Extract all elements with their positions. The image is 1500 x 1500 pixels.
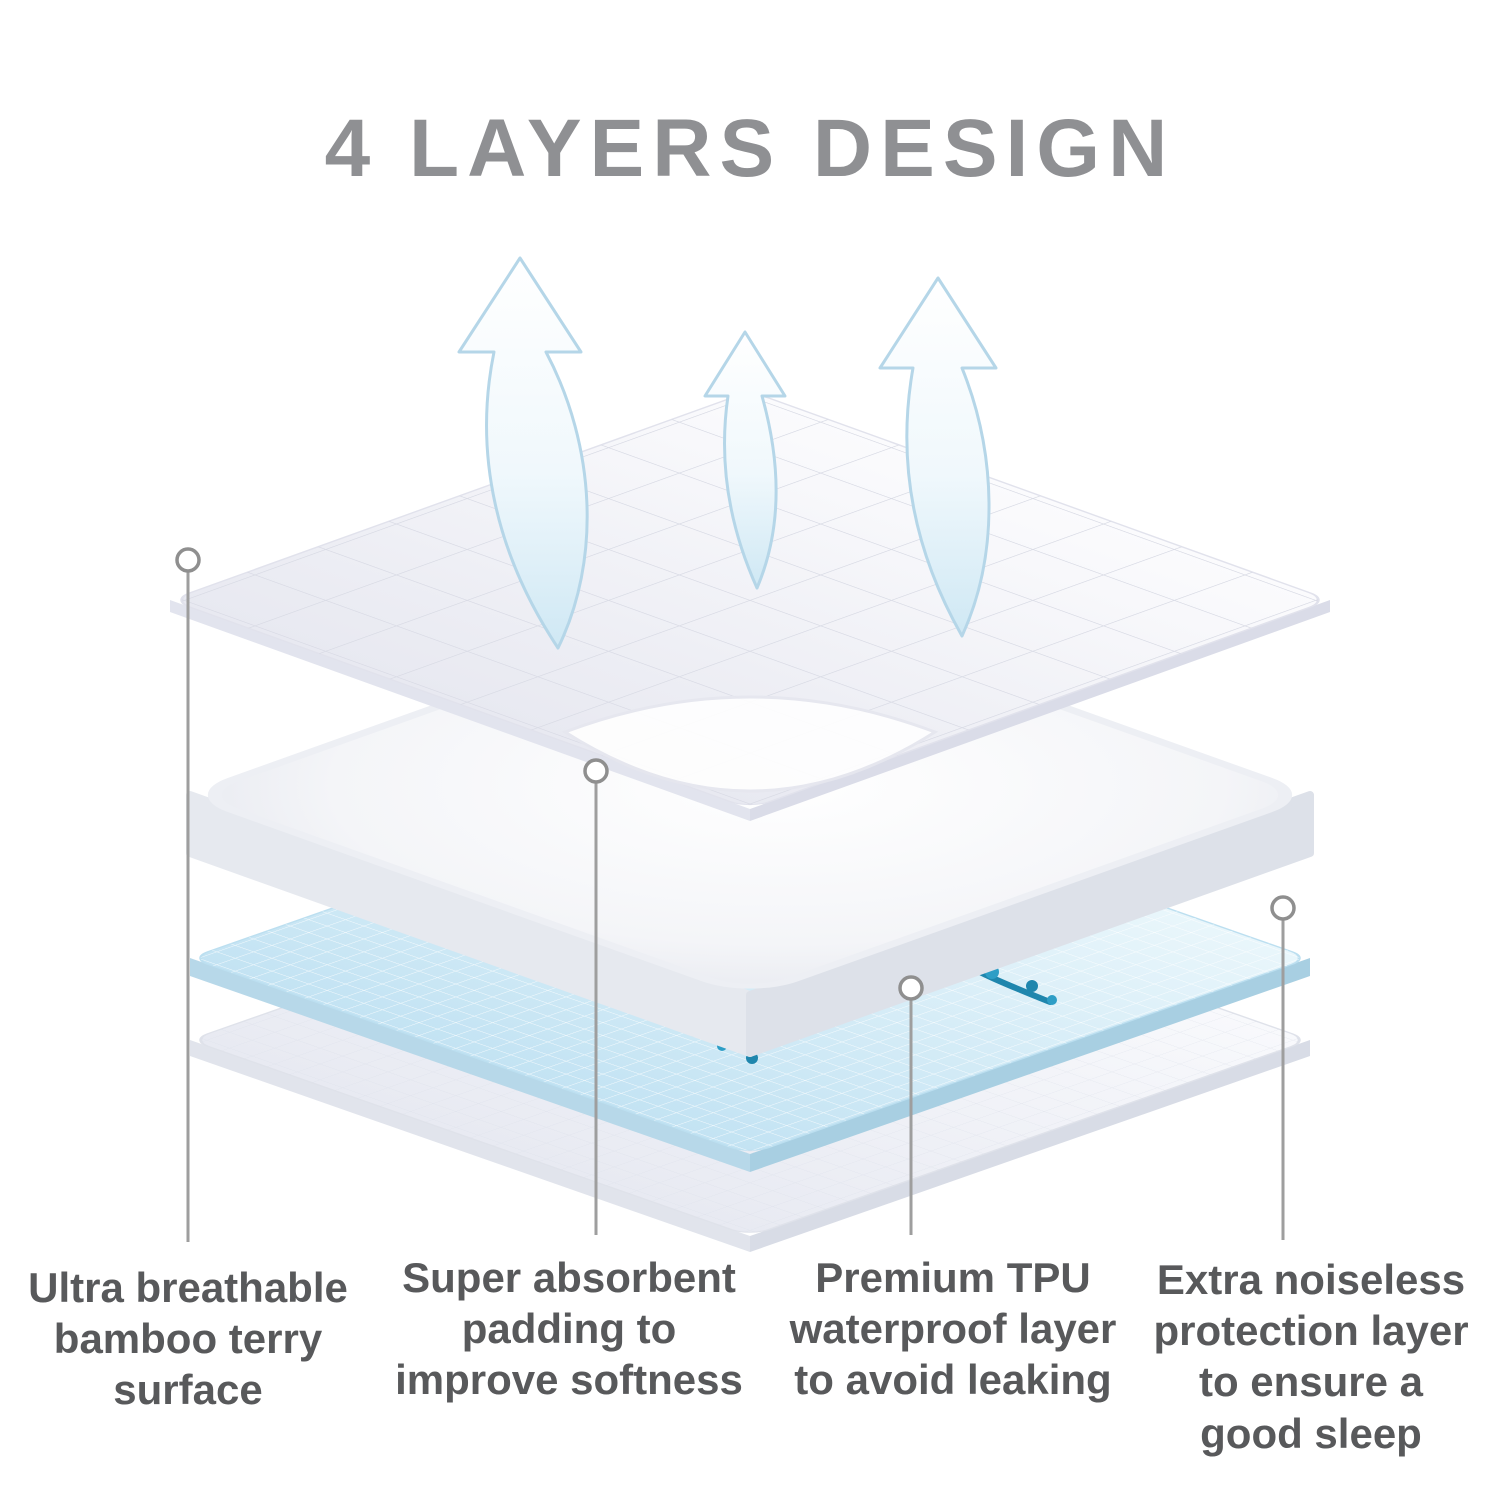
up-arrow-icon: [703, 330, 787, 590]
breathability-arrows: [457, 256, 998, 650]
callout-dot: [175, 547, 201, 573]
up-arrow-icon: [457, 256, 589, 650]
callout-dot: [1270, 895, 1296, 921]
callout-dot: [898, 975, 924, 1001]
layer-label-tpu-waterproof: Premium TPU waterproof layer to avoid le…: [789, 1254, 1117, 1404]
callout-dot: [583, 758, 609, 784]
layer-label-noiseless-protection: Extra noiseless protection layer to ensu…: [1153, 1256, 1469, 1457]
layer-bamboo-terry: [170, 394, 1330, 821]
layer-label-absorbent-padding: Super absorbent padding to improve softn…: [395, 1254, 743, 1404]
callouts: [175, 547, 1296, 1242]
layer-label-bamboo-terry: Ultra breathable bamboo terry surface: [28, 1264, 348, 1414]
page-title: 4 LAYERS DESIGN: [324, 103, 1176, 194]
curled-corner: [561, 695, 939, 793]
up-arrow-icon: [878, 276, 998, 638]
